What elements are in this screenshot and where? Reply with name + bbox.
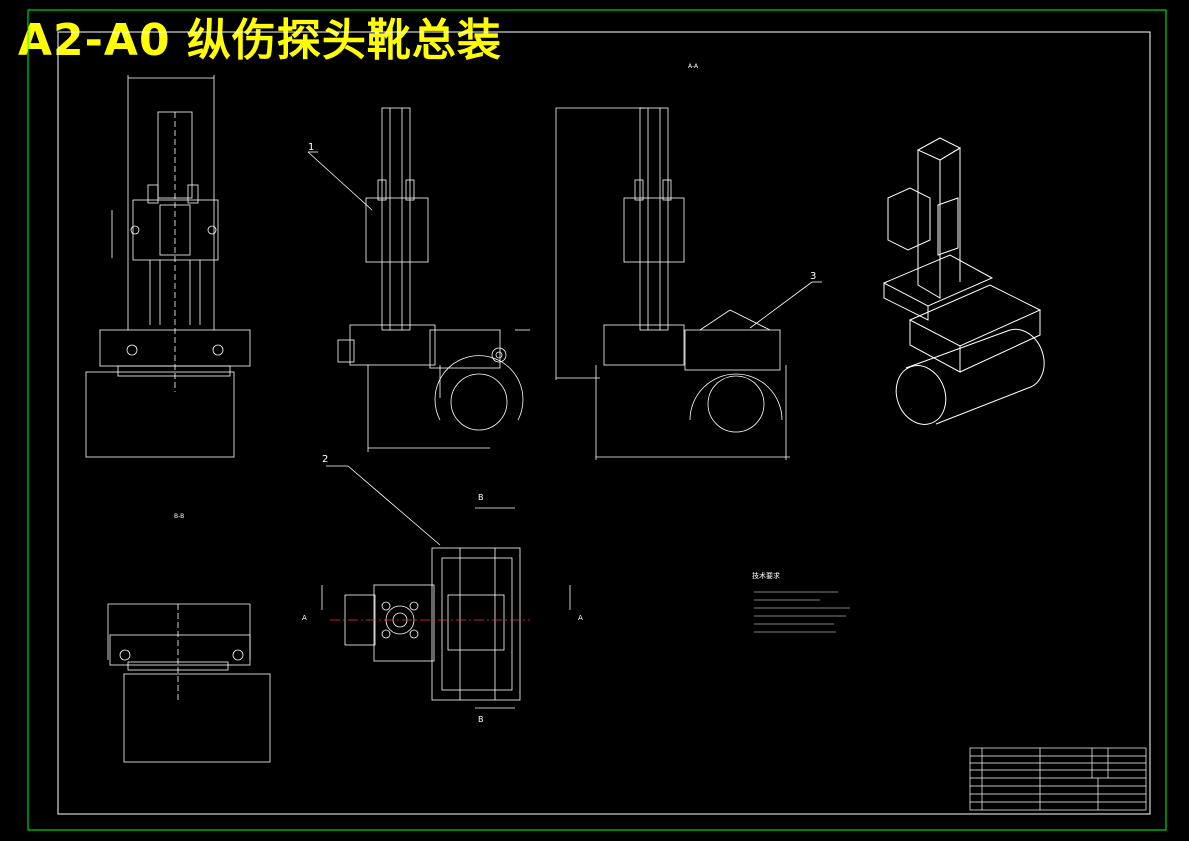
section-label-bb: B-B: [174, 513, 184, 520]
outer-border: [27, 9, 1167, 831]
arrow-label-a-right: A: [578, 614, 583, 622]
callout-1: 1: [308, 142, 314, 153]
section-label-aa: A-A: [688, 63, 699, 70]
callout-3: 3: [810, 271, 816, 282]
callout-2: 2: [322, 454, 328, 465]
tech-requirements-lines: [754, 591, 850, 633]
section-view: [555, 107, 822, 460]
arrow-label-b-bottom: B: [478, 715, 484, 724]
top-view: [321, 465, 571, 709]
arrow-label-b-top: B: [478, 493, 484, 502]
tech-requirements-heading: 技术要求: [752, 571, 780, 580]
front-view: [85, 75, 251, 458]
isometric-view: [882, 137, 1045, 425]
arrow-label-a-left: A: [302, 614, 307, 622]
bb-section-view: [107, 603, 271, 763]
inner-frame: [57, 31, 1151, 815]
title-block: [969, 747, 1147, 811]
drawing-title: A2-A0 纵伤探头靴总装: [18, 15, 502, 66]
side-view: [307, 107, 530, 452]
